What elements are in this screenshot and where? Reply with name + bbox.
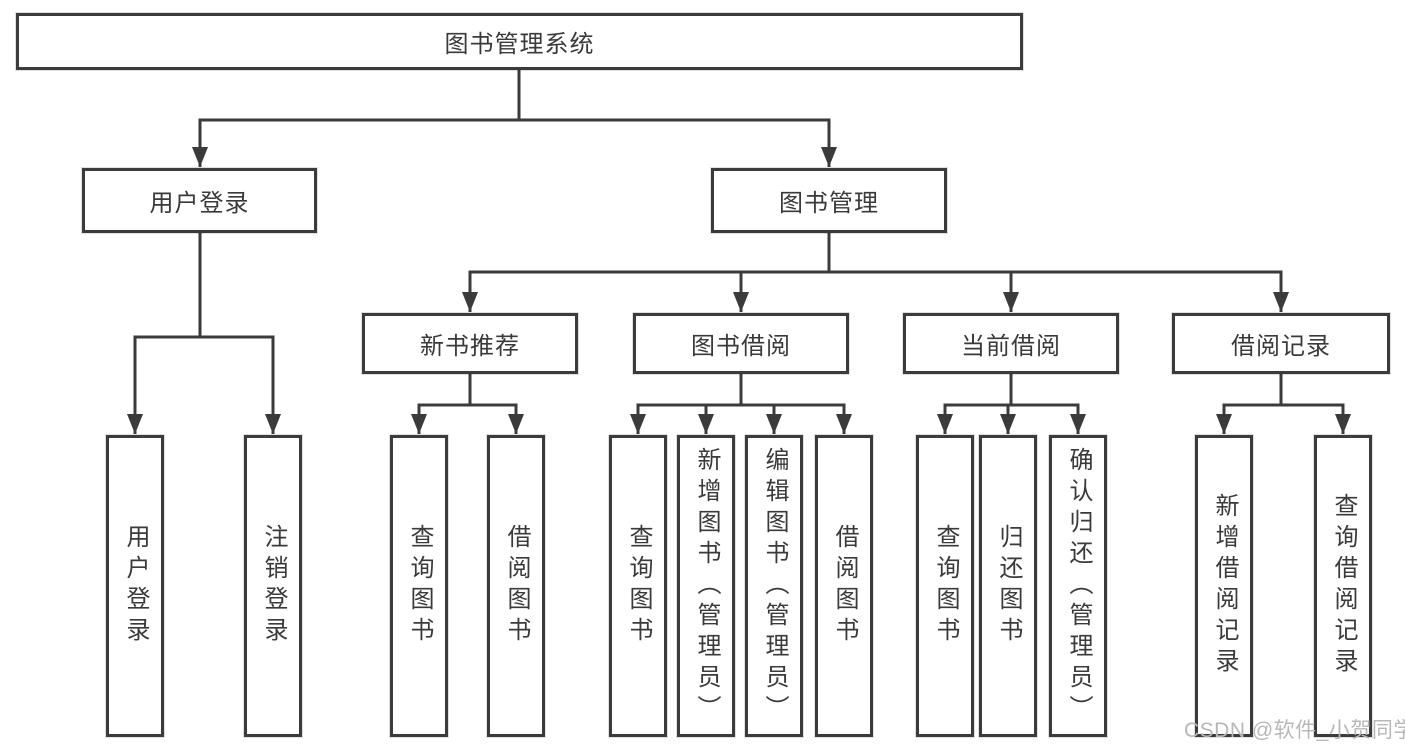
node-label: 查询图书	[932, 524, 959, 648]
leaf-add-book-admin: 新增图书（管理员）	[677, 435, 735, 737]
node-label: 借阅记录	[1231, 333, 1331, 360]
leaf-edit-book-admin: 编辑图书（管理员）	[745, 435, 803, 737]
node-label: 图书管理	[779, 190, 879, 217]
node-library-management-system: 图书管理系统	[16, 13, 1023, 70]
node-label: 借阅图书	[831, 524, 858, 648]
node-label: 用户登录	[122, 524, 149, 648]
node-current-borrowing: 当前借阅	[903, 313, 1119, 374]
node-label: 查询图书	[625, 524, 652, 648]
leaf-confirm-return-admin: 确认归还（管理员）	[1049, 435, 1107, 737]
node-book-management: 图书管理	[711, 168, 947, 233]
node-label: 当前借阅	[961, 333, 1061, 360]
leaf-user-login: 用户登录	[106, 435, 164, 737]
leaf-logout: 注销登录	[244, 435, 302, 737]
node-new-book-recommendation: 新书推荐	[362, 313, 578, 374]
connector-elbows	[133, 70, 1345, 407]
leaf-borrow-books: 借阅图书	[815, 435, 873, 737]
node-label: 查询借阅记录	[1330, 493, 1357, 679]
node-borrowing-records: 借阅记录	[1172, 313, 1390, 374]
node-label: 图书管理系统	[444, 31, 595, 58]
node-label: 归还图书	[995, 524, 1022, 648]
node-label: 查询图书	[406, 524, 433, 648]
leaf-add-borrow-record: 新增借阅记录	[1195, 435, 1253, 737]
node-label: 新增借阅记录	[1211, 493, 1238, 679]
node-label: 确认归还（管理员）	[1065, 446, 1092, 726]
csdn-watermark: CSDN @软件_小贺同学	[1184, 719, 1405, 742]
leaf-search-books-current: 查询图书	[916, 435, 974, 737]
node-label: 注销登录	[260, 524, 287, 648]
node-label: 借阅图书	[503, 524, 530, 648]
leaf-search-books-recommend: 查询图书	[390, 435, 448, 737]
node-label: 图书借阅	[691, 333, 791, 360]
leaf-search-books-borrow: 查询图书	[609, 435, 667, 737]
leaf-borrow-books-recommend: 借阅图书	[487, 435, 545, 737]
node-label: 用户登录	[149, 190, 250, 217]
node-book-borrowing: 图书借阅	[633, 313, 849, 374]
node-label: 新增图书（管理员）	[693, 446, 720, 726]
leaf-return-books: 归还图书	[979, 435, 1037, 737]
node-label: 编辑图书（管理员）	[761, 446, 788, 726]
leaf-search-borrow-record: 查询借阅记录	[1314, 435, 1372, 737]
node-label: 新书推荐	[420, 333, 520, 360]
node-user-login: 用户登录	[82, 168, 317, 233]
